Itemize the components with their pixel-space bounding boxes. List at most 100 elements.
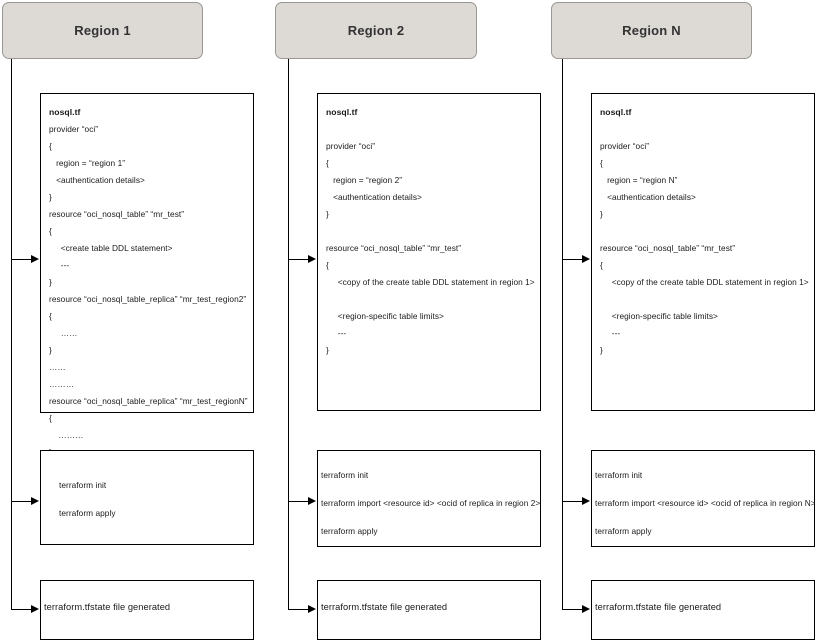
- code-line: {: [600, 260, 603, 270]
- arrowhead-2-command: [308, 497, 316, 505]
- state-box-region-2-content: terraform.tfstate file generated: [318, 581, 540, 620]
- region-header-n-label: Region N: [622, 23, 681, 38]
- command-box-region-1: terraform init terraform apply: [40, 450, 254, 545]
- arrowhead-1-code: [31, 255, 39, 263]
- command-line: terraform init: [595, 470, 643, 480]
- code-line: resource “oci_nosql_table_replica” “mr_t…: [49, 396, 248, 406]
- code-line: <copy of the create table DDL statement …: [326, 277, 535, 287]
- code-line: <region-specific table limits>: [326, 311, 444, 321]
- state-line: terraform.tfstate file generated: [321, 602, 448, 612]
- code-line: {: [49, 311, 52, 321]
- code-line: <region-specific table limits>: [600, 311, 718, 321]
- arrowhead-n-code: [582, 255, 590, 263]
- state-line: terraform.tfstate file generated: [44, 602, 171, 612]
- code-line: <authentication details>: [600, 192, 696, 202]
- code-line: {: [600, 158, 603, 168]
- code-box-region-1: nosql.tf provider “oci” { region = “regi…: [40, 93, 254, 457]
- code-line: [326, 121, 532, 138]
- code-line: nosql.tf: [49, 107, 81, 117]
- connector-hline-n-code: [562, 259, 584, 261]
- command-box-region-1-content: terraform init terraform apply: [41, 451, 253, 535]
- code-line: <authentication details>: [326, 192, 422, 202]
- command-box-region-n: terraform init terraform import <resourc…: [591, 450, 815, 547]
- code-line: <authentication details>: [49, 175, 145, 185]
- command-line: terraform import <resource id> <ocid of …: [321, 498, 541, 508]
- code-line: }: [49, 345, 52, 355]
- command-box-region-2-content: terraform init terraform import <resourc…: [318, 451, 540, 553]
- connector-hline-2-command: [288, 501, 310, 503]
- code-line: [600, 121, 806, 138]
- arrowhead-1-command: [31, 497, 39, 505]
- command-box-region-n-content: terraform init terraform import <resourc…: [592, 451, 815, 553]
- connector-hline-1-state: [11, 609, 33, 611]
- code-line: <create table DDL statement>: [49, 243, 173, 253]
- connector-hline-2-state: [288, 609, 310, 611]
- code-box-region-n: nosql.tf provider “oci” { region = “regi…: [591, 93, 815, 411]
- state-box-region-1-content: terraform.tfstate file generated: [41, 581, 253, 620]
- code-line: <copy of the create table DDL statement …: [600, 277, 809, 287]
- code-line: resource “oci_nosql_table” “mr_test”: [49, 209, 185, 219]
- code-box-region-2: nosql.tf provider “oci” { region = “regi…: [317, 93, 541, 411]
- command-line: terraform init: [59, 480, 107, 490]
- state-box-region-n: terraform.tfstate file generated: [591, 580, 815, 640]
- command-line: terraform apply: [59, 508, 116, 518]
- command-line: terraform apply: [595, 526, 652, 536]
- code-line: [600, 223, 806, 240]
- code-line: nosql.tf: [326, 107, 358, 117]
- region-header-2-label: Region 2: [347, 23, 405, 38]
- code-line: {: [49, 141, 52, 151]
- code-line: ………: [49, 379, 75, 389]
- region-header-1[interactable]: Region 1: [2, 2, 203, 59]
- code-line: {: [49, 226, 52, 236]
- code-line: ………: [49, 430, 84, 440]
- code-line: }: [326, 345, 329, 355]
- code-box-region-2-content: nosql.tf provider “oci” { region = “regi…: [318, 94, 540, 367]
- command-line: terraform import <resource id> <ocid of …: [595, 498, 815, 508]
- code-line: region = “region 2”: [326, 175, 403, 185]
- command-box-region-2: terraform init terraform import <resourc…: [317, 450, 541, 547]
- state-line: terraform.tfstate file generated: [595, 602, 722, 612]
- code-line: [326, 223, 532, 240]
- arrowhead-2-state: [308, 605, 316, 613]
- region-header-n[interactable]: Region N: [551, 2, 752, 59]
- code-line: provider “oci”: [600, 141, 650, 151]
- connector-vline-2: [288, 59, 290, 609]
- connector-vline-1: [11, 59, 13, 609]
- code-box-region-n-content: nosql.tf provider “oci” { region = “regi…: [592, 94, 814, 367]
- code-line: resource “oci_nosql_table” “mr_test”: [600, 243, 736, 253]
- connector-hline-n-command: [562, 501, 584, 503]
- state-box-region-2: terraform.tfstate file generated: [317, 580, 541, 640]
- arrowhead-n-state: [582, 605, 590, 613]
- connector-vline-n: [562, 59, 564, 609]
- code-box-region-1-content: nosql.tf provider “oci” { region = “regi…: [41, 94, 253, 469]
- code-line: region = “region N”: [600, 175, 678, 185]
- region-header-2[interactable]: Region 2: [275, 2, 477, 59]
- connector-hline-1-code: [11, 259, 33, 261]
- arrowhead-n-command: [582, 497, 590, 505]
- code-line: ……: [49, 362, 66, 372]
- command-line: terraform apply: [321, 526, 378, 536]
- code-line: {: [326, 260, 329, 270]
- connector-hline-2-code: [288, 259, 310, 261]
- code-line: ---: [600, 328, 621, 338]
- code-line: region = “region 1”: [49, 158, 126, 168]
- code-line: }: [49, 192, 52, 202]
- code-line: resource “oci_nosql_table_replica” “mr_t…: [49, 294, 247, 304]
- code-line: resource “oci_nosql_table” “mr_test”: [326, 243, 462, 253]
- code-line: }: [600, 345, 603, 355]
- code-line: provider “oci”: [326, 141, 376, 151]
- code-line: ---: [49, 260, 70, 270]
- state-box-region-1: terraform.tfstate file generated: [40, 580, 254, 640]
- arrowhead-1-state: [31, 605, 39, 613]
- code-line: ---: [326, 328, 347, 338]
- state-box-region-n-content: terraform.tfstate file generated: [592, 581, 814, 620]
- code-line: }: [326, 209, 329, 219]
- code-line: [326, 291, 532, 308]
- code-line: [600, 291, 806, 308]
- connector-hline-1-command: [11, 501, 33, 503]
- connector-hline-n-state: [562, 609, 584, 611]
- code-line: {: [49, 413, 52, 423]
- code-line: provider “oci”: [49, 124, 99, 134]
- region-header-1-label: Region 1: [74, 23, 131, 38]
